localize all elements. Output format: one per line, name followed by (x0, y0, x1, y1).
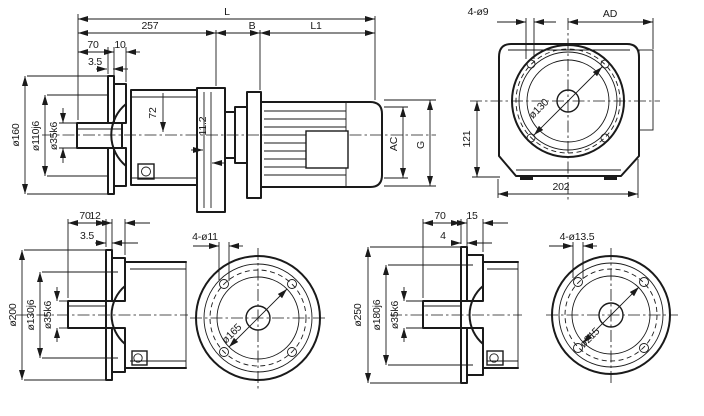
dim-spigot-dia: ø110j6 (30, 121, 42, 151)
dim-G: G (415, 141, 427, 149)
dim-shaft-length: 70 (434, 210, 446, 222)
view-flange-large-side: 70 15 4 ø250 ø180j6 ø35k6 (352, 210, 522, 384)
bolt-holes (573, 277, 649, 353)
dimensions: 70 12 3.5 ø200 ø130j6 ø35k6 (7, 210, 150, 381)
dim-flange-od: ø250 (352, 303, 364, 326)
dim-case-width: 202 (553, 181, 570, 193)
dim-flange-od: ø160 (10, 123, 22, 146)
drain-plug (137, 163, 155, 180)
dim-B: B (249, 20, 256, 32)
bell-arc (110, 103, 127, 167)
housing-partial (124, 261, 187, 369)
gear-housing (130, 89, 198, 186)
dim-center-to-base: 121 (461, 130, 473, 147)
dimensions: ø165 4-ø11 (192, 231, 288, 348)
dim-shaft-length: 70 (87, 39, 99, 51)
dim-AC: AC (388, 136, 400, 151)
housing-partial (482, 261, 519, 369)
bolt-holes (219, 279, 297, 357)
view-front-main: ø130 4-ø9 AD 121 202 (461, 6, 660, 202)
output-flange (107, 75, 127, 195)
dim-lip-width: 10 (114, 39, 126, 51)
dim-shaft-dia: ø35k6 (389, 301, 401, 330)
dim-shaft-dia: ø35k6 (42, 301, 54, 330)
dimensions-internal: 72 11.2 (147, 93, 224, 166)
dim-flange-od: ø200 (7, 303, 19, 326)
drain-plug (131, 350, 148, 366)
dim-rim-thickness: 4 (440, 230, 446, 242)
dim-gap: 11.2 (197, 116, 209, 135)
dim-bolt-circle: ø130 (526, 96, 551, 121)
dim-rim-thickness: 3.5 (88, 56, 102, 68)
view-flange-small-front: ø165 4-ø11 (190, 231, 328, 390)
view-flange-large-front: ø215 4-ø13.5 (546, 231, 678, 384)
dim-holes: 4-ø11 (192, 231, 218, 243)
dimensions-top: L 257 B L1 70 10 3.5 (77, 6, 376, 120)
dim-lip-width: 12 (89, 210, 101, 222)
foot-pad (604, 176, 617, 180)
dim-case-height: 72 (147, 107, 159, 119)
dim-holes: 4-ø13.5 (560, 231, 595, 243)
dim-bolt-circle: ø165 (219, 321, 244, 346)
dim-bolt-circle: ø215 (577, 325, 602, 350)
bell-arc (468, 285, 484, 345)
drain-plug (486, 350, 504, 366)
flange (105, 249, 126, 381)
dim-spigot-dia: ø130j6 (25, 299, 37, 330)
view-side-main: L 257 B L1 70 10 3.5 ø160 (10, 6, 436, 213)
foot-pad (520, 176, 533, 180)
terminal-box (305, 130, 349, 169)
output-shaft (67, 300, 107, 329)
bolt-holes (526, 59, 610, 143)
flange (460, 246, 484, 384)
motor (260, 101, 383, 188)
housing-outline (498, 43, 640, 177)
dimensions-left: ø160 ø110j6 ø35k6 (10, 75, 108, 195)
dimensions-right: AC G (384, 99, 436, 187)
dimensions: 70 15 4 ø250 ø180j6 ø35k6 (352, 210, 508, 384)
dimensions: ø215 4-ø13.5 (549, 231, 640, 350)
dim-AD: AD (603, 8, 618, 20)
dim-lip-width: 15 (466, 210, 478, 222)
dim-rim-thickness: 3.5 (80, 230, 94, 242)
output-shaft (76, 122, 123, 149)
dim-spigot-dia: ø180j6 (371, 299, 383, 330)
dim-shaft-length: 70 (79, 210, 91, 222)
dim-holes: 4-ø9 (468, 6, 489, 18)
terminal-box-side (638, 49, 654, 131)
dim-overall-length: L (224, 6, 230, 18)
motor-adapter (224, 91, 262, 199)
dim-shaft-dia: ø35k6 (48, 122, 60, 151)
output-shaft (422, 300, 462, 329)
view-flange-small-side: 70 12 3.5 ø200 ø130j6 ø35k6 (7, 210, 188, 381)
bell-arc (110, 285, 126, 345)
dim-L1: L1 (310, 20, 322, 32)
dim-257: 257 (142, 20, 159, 32)
